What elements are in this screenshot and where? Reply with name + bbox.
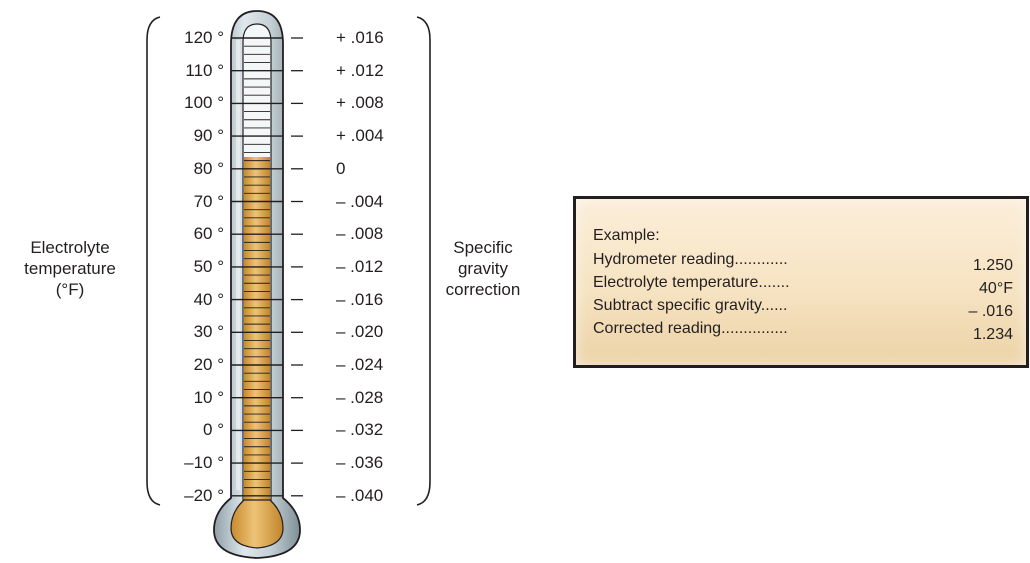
correction-tick-label: – .016 — [336, 289, 384, 309]
example-row-value: 1.234 — [972, 326, 1013, 343]
correction-tick-label: – .004 — [336, 191, 384, 211]
example-row-value: 40°F — [979, 280, 1013, 297]
correction-tick-label: – .008 — [336, 224, 384, 244]
temperature-tick-label: 100 ° — [184, 93, 224, 113]
correction-tick-label: – .028 — [336, 387, 384, 407]
correction-label-line1: Specific — [453, 238, 513, 257]
temperature-label-line1: Electrolyte — [30, 238, 110, 257]
example-row-value: 1.250 — [972, 257, 1013, 274]
example-row-label: Corrected reading............... — [593, 320, 788, 337]
correction-tick-label: + .012 — [336, 60, 384, 80]
right-bracket — [416, 16, 431, 506]
example-row-value: – .016 — [968, 303, 1013, 320]
example-row-label: Hydrometer reading............ — [593, 251, 788, 268]
thermometer-scale-ticks — [231, 37, 283, 497]
correction-tick-label: – .024 — [336, 355, 384, 374]
example-box: Example: Hydrometer reading............ … — [573, 196, 1029, 368]
temperature-tick-label: 60 ° — [193, 224, 224, 244]
temperature-tick-label: –10 ° — [184, 453, 224, 473]
correction-label-line2: gravity — [457, 259, 509, 278]
temperature-tick-label: 120 ° — [184, 28, 224, 47]
correction-label-line3: correction — [445, 280, 521, 299]
temperature-tick-label: 40 ° — [193, 289, 224, 309]
temperature-tick-label: 110 ° — [185, 60, 224, 80]
correction-tick-label: + .016 — [336, 28, 384, 47]
correction-tick-label: + .004 — [336, 126, 384, 146]
correction-axis-label: Specific gravity correction — [428, 237, 538, 300]
correction-tick-label: 0 — [336, 158, 346, 178]
temperature-label-line3: (°F) — [55, 280, 85, 299]
temperature-axis-label: Electrolyte temperature (°F) — [0, 237, 140, 300]
correction-dashes — [291, 37, 303, 497]
temperature-tick-label: 50 ° — [193, 256, 224, 276]
temperature-label-line2: temperature — [24, 259, 116, 278]
thermometer-bulb-liquid — [230, 499, 284, 549]
correction-tick-label: – .020 — [336, 322, 384, 342]
correction-tick-label: – .012 — [336, 256, 384, 276]
temperature-tick-label: 70 ° — [193, 191, 224, 211]
example-row-label: Electrolyte temperature....... — [593, 274, 790, 291]
correction-tick-label: + .008 — [336, 93, 384, 113]
temperature-tick-label: –20 ° — [184, 485, 224, 505]
temperature-tick-label: 90 ° — [193, 126, 224, 146]
correction-tick-label: – .032 — [336, 420, 384, 440]
example-title: Example: — [593, 227, 660, 244]
example-row-label: Subtract specific gravity...... — [593, 297, 788, 314]
temperature-tick-label: 20 ° — [193, 355, 224, 374]
left-bracket — [146, 16, 161, 506]
temperature-tick-label: 80 ° — [193, 158, 224, 178]
correction-tick-label: – .036 — [336, 453, 384, 473]
correction-tick-label: – .040 — [336, 485, 384, 505]
temperature-tick-label: 0 ° — [203, 420, 224, 440]
temperature-tick-label: 30 ° — [193, 322, 224, 342]
thermometer-liquid-column — [244, 157, 270, 520]
temperature-tick-label: 10 ° — [193, 387, 224, 407]
